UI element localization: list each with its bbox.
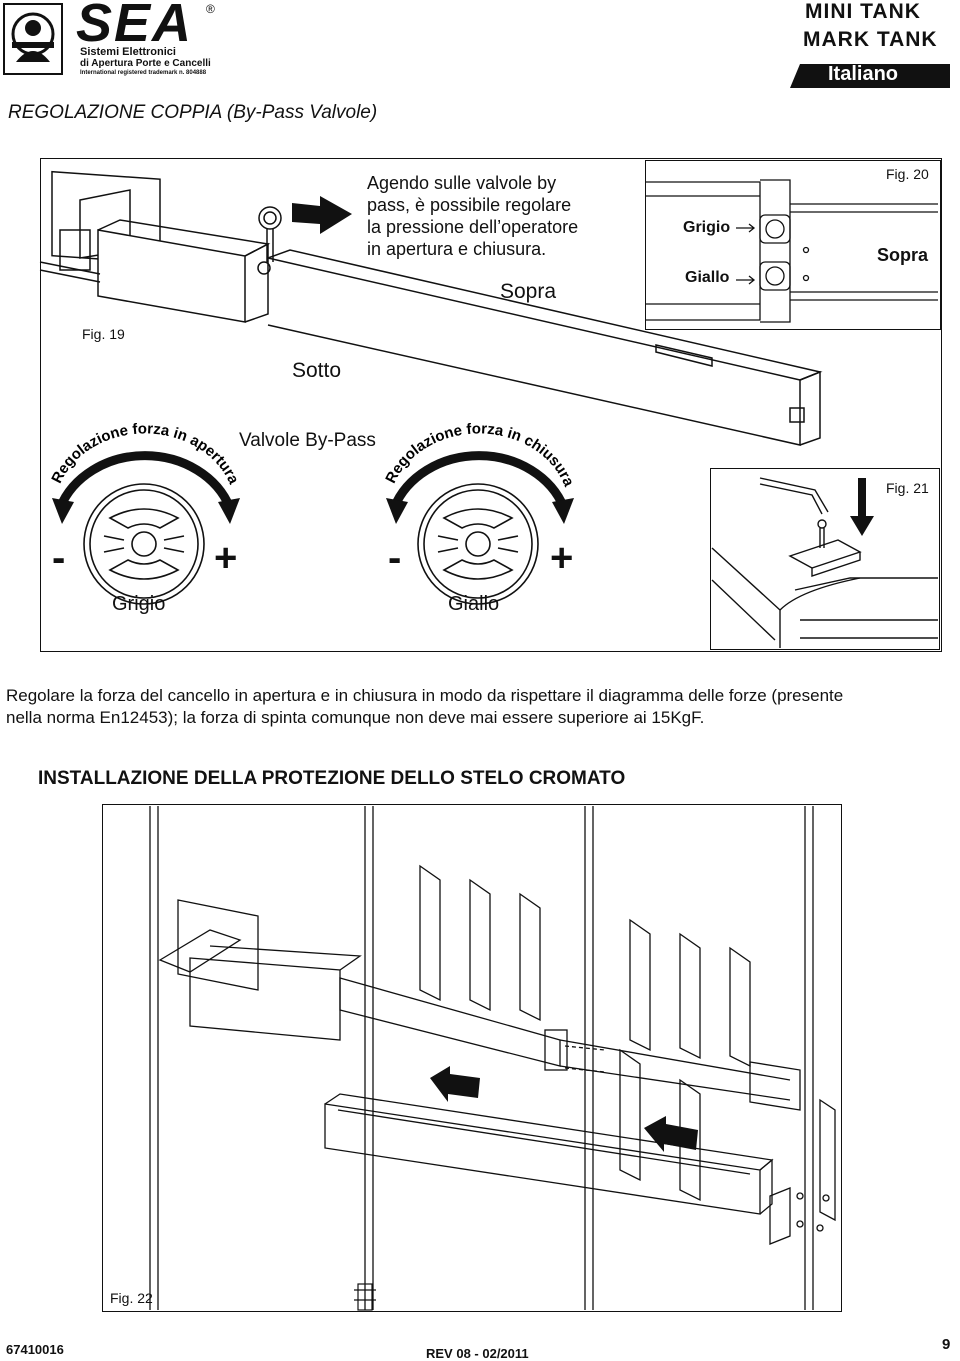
intro-line-1: Agendo sulle valvole by	[367, 173, 557, 193]
figure-box-19-21	[40, 158, 942, 652]
fig19-actuator-drawing	[39, 170, 823, 446]
company-line1: Sistemi Elettronici	[80, 46, 176, 58]
intro-line-2: pass, è possibile regolare	[367, 195, 572, 215]
fig21-hex-key-drawing	[711, 477, 938, 648]
paragraph-line-1: Regolare la forza del cancello in apertu…	[6, 686, 844, 705]
fig20-valve-drawing	[646, 179, 938, 323]
section-title-installazione: INSTALLAZIONE DELLA PROTEZIONE DELLO STE…	[38, 768, 626, 789]
sopra-label: Sopra	[500, 280, 557, 303]
fig20-sopra-label: Sopra	[877, 245, 929, 265]
page-number: 9	[942, 1336, 951, 1353]
valves-label: Valvole By-Pass	[239, 430, 376, 451]
minus-left: -	[52, 536, 66, 580]
product-mark-tank: MARK TANK	[803, 28, 938, 51]
intro-line-3: la pressione dell’operatore	[367, 217, 579, 237]
valve-right-label: Giallo	[448, 593, 500, 615]
company-line2: di Apertura Porte e Cancelli	[80, 58, 211, 69]
fig22-caption: Fig. 22	[110, 1290, 153, 1306]
trademark-line: International registered trademark n. 80…	[80, 70, 207, 76]
minus-right: -	[388, 536, 402, 580]
fig21-box	[710, 468, 940, 650]
fig20-box	[645, 160, 941, 330]
figure-box-22	[102, 804, 842, 1312]
paragraph-line-2: nella norma En12453); la forza di spinta…	[6, 708, 705, 727]
plus-right: +	[550, 536, 574, 580]
sea-logo	[3, 3, 950, 88]
section-title-regolazione: REGOLAZIONE COPPIA (By-Pass Valvole)	[8, 102, 378, 123]
language-badge: Italiano	[828, 63, 899, 85]
fig21-caption: Fig. 21	[886, 480, 929, 496]
plus-left: +	[214, 536, 238, 580]
fig19-caption: Fig. 19	[82, 326, 125, 342]
brand-name: SEA	[76, 0, 194, 53]
product-mini-tank: MINI TANK	[805, 0, 921, 23]
footer-code: 67410016	[6, 1342, 64, 1357]
valve-left-icon	[83, 483, 205, 605]
sotto-label: Sotto	[292, 359, 342, 382]
valve-right-icon	[417, 483, 539, 605]
fig20-giallo-label: Giallo	[685, 269, 730, 286]
valve-adjustment-diagram: Regolazione forza in apertura Regolazion…	[48, 420, 577, 605]
valve-left-label: Grigio	[112, 593, 166, 615]
intro-line-4: in apertura e chiusura.	[367, 239, 547, 259]
fig20-caption: Fig. 20	[886, 166, 929, 182]
footer-rev: REV 08 - 02/2011	[426, 1346, 529, 1361]
fig22-installation-drawing	[149, 806, 836, 1311]
registered-mark: ®	[206, 2, 215, 16]
fig20-grigio-label: Grigio	[683, 219, 731, 236]
